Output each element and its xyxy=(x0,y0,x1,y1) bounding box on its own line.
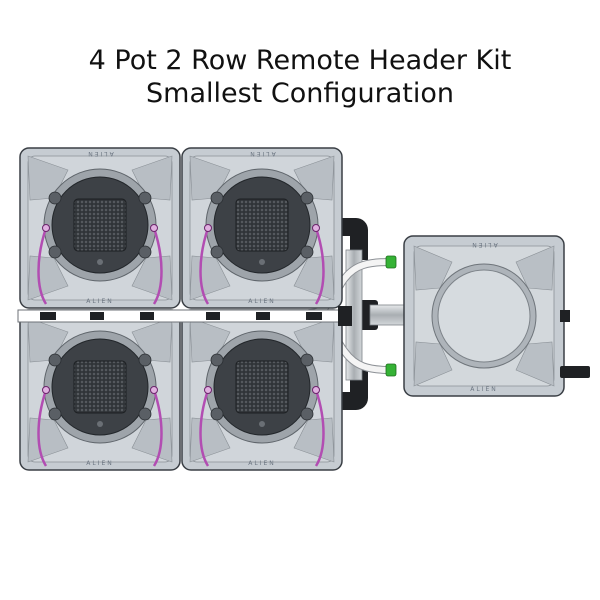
green-connectors xyxy=(385,255,397,377)
lower-green-connector xyxy=(385,363,397,377)
drip-line-right xyxy=(152,227,163,305)
header-tank-brand-bottom: ALIEN xyxy=(470,386,498,393)
manifold-clip-4 xyxy=(206,312,220,320)
manifold-clip-3 xyxy=(140,312,154,320)
drip-line-left xyxy=(37,389,48,467)
pot-brand-bottom: ALIEN xyxy=(248,460,276,467)
manifold-clip-5 xyxy=(256,312,270,320)
pot-brand-top: ALIEN xyxy=(86,150,114,157)
manifold-clip-1 xyxy=(40,312,56,320)
manifold-tube xyxy=(17,309,349,323)
title-block: 4 Pot 2 Row Remote Header Kit Smallest C… xyxy=(0,44,600,110)
manifold-clip-6 xyxy=(306,312,322,320)
pot-brand-bottom: ALIEN xyxy=(86,460,114,467)
pot-brand-bottom: ALIEN xyxy=(248,298,276,305)
net-pot-grid xyxy=(73,360,127,414)
manifold-clip-2 xyxy=(90,312,104,320)
net-pot-grid xyxy=(73,198,127,252)
drip-line-right xyxy=(314,227,325,305)
upper-elbow-fitting xyxy=(338,218,368,260)
upper-green-connector xyxy=(385,255,397,269)
overflow-pipe xyxy=(560,366,590,378)
header-pipes xyxy=(345,249,413,381)
pot-r1-c1: ALIEN ALIEN xyxy=(19,147,181,309)
drip-line-right xyxy=(314,389,325,467)
header-tank: ALIEN ALIEN xyxy=(403,235,590,397)
net-pot-grid xyxy=(235,360,289,414)
net-pot-grid xyxy=(235,198,289,252)
title-line-2: Smallest Configuration xyxy=(146,78,454,109)
pot-brand-top: ALIEN xyxy=(248,150,276,157)
pot-brand-bottom: ALIEN xyxy=(86,298,114,305)
drip-line-left xyxy=(37,227,48,305)
manifold-end-fitting xyxy=(338,306,352,326)
title-line-1: 4 Pot 2 Row Remote Header Kit xyxy=(88,45,512,76)
header-tank-lid xyxy=(437,269,531,363)
drip-line-left xyxy=(199,227,210,305)
manifold-bar xyxy=(17,306,352,326)
drip-line-right xyxy=(152,389,163,467)
drip-line-left xyxy=(199,389,210,467)
pot-r1-c2: ALIEN ALIEN xyxy=(181,147,343,309)
header-tank-brand-top: ALIEN xyxy=(470,241,498,248)
